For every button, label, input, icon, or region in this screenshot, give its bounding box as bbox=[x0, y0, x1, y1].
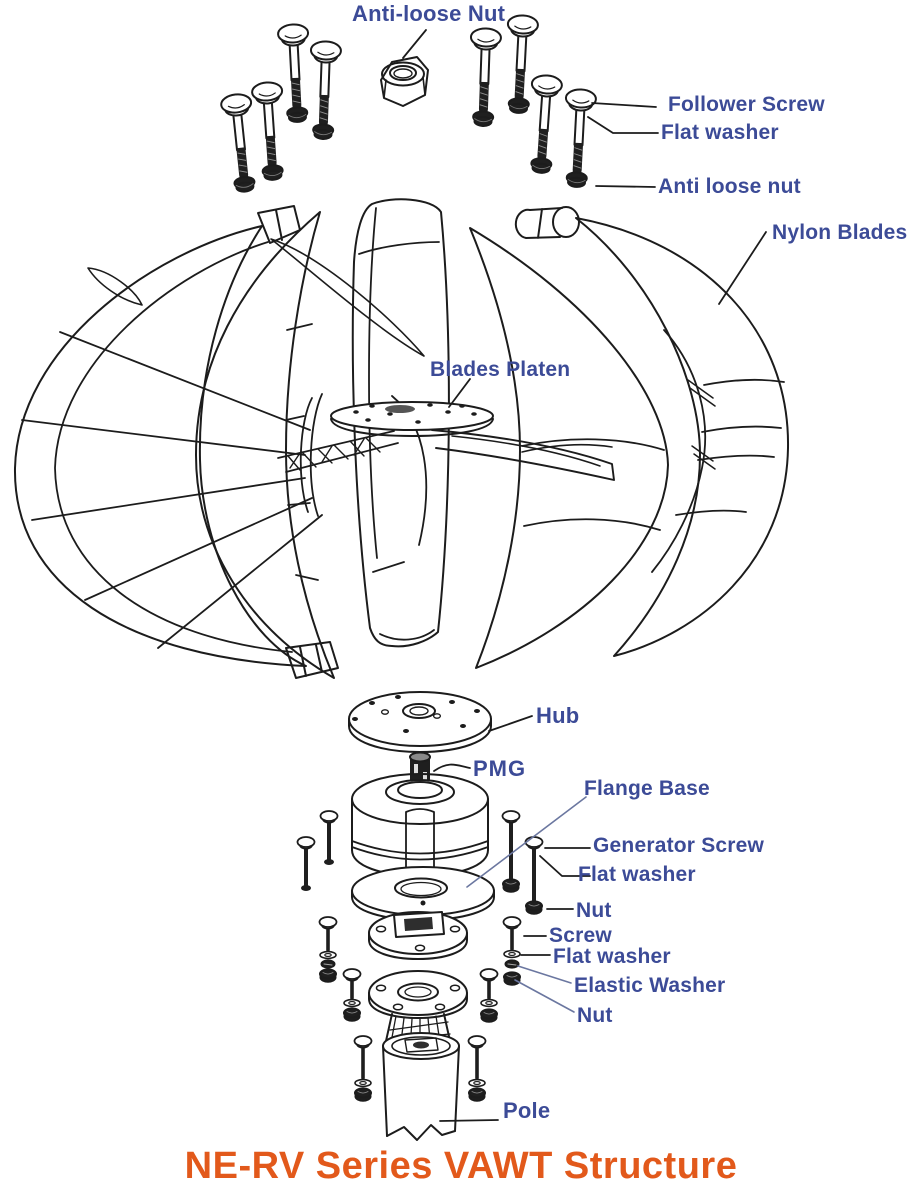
hub-bolt-holes bbox=[352, 695, 480, 733]
blade-second bbox=[195, 205, 339, 679]
lower-flange bbox=[368, 970, 468, 1019]
label-nylon-blades: Nylon Blades bbox=[772, 221, 908, 244]
label-anti-loose-nut-top: Anti-loose Nut bbox=[352, 1, 506, 26]
label-generator-screw: Generator Screw bbox=[593, 834, 765, 857]
blade-left-shell bbox=[13, 225, 425, 667]
platen-bolt-holes bbox=[353, 403, 477, 424]
pole-screws bbox=[353, 1035, 487, 1102]
label-flat-washer-top: Flat washer bbox=[661, 121, 779, 144]
anti-loose-nut-part bbox=[380, 56, 429, 107]
label-blades-platen: Blades Platen bbox=[430, 358, 571, 381]
diagram-title: NE-RV Series VAWT Structure bbox=[184, 1145, 738, 1187]
label-pmg: PMG bbox=[473, 756, 527, 781]
label-screw-flange: Screw bbox=[549, 924, 612, 947]
blade-right-big bbox=[514, 206, 790, 657]
label-pole: Pole bbox=[503, 1098, 551, 1123]
label-hub: Hub bbox=[536, 703, 580, 728]
label-nut-generator: Nut bbox=[576, 899, 612, 922]
blades-platen-part bbox=[277, 401, 615, 481]
label-follower-screw: Follower Screw bbox=[668, 93, 825, 116]
hub-part bbox=[348, 691, 492, 753]
blade-fourth bbox=[469, 227, 669, 669]
generator-pmg-body bbox=[351, 773, 489, 877]
label-flat-washer-generator: Flat washer bbox=[578, 863, 696, 886]
label-flange-base: Flange Base bbox=[584, 777, 710, 800]
label-elastic-washer: Elastic Washer bbox=[574, 974, 726, 997]
nylon-blades-rotor bbox=[13, 198, 790, 679]
label-flat-washer-flange: Flat washer bbox=[553, 945, 671, 968]
label-anti-loose-nut-right: Anti loose nut bbox=[658, 175, 801, 198]
flange-screws-lower bbox=[342, 968, 499, 1023]
flange-screws-upper bbox=[318, 916, 522, 986]
generator-screws bbox=[296, 810, 544, 915]
pole-part bbox=[382, 1032, 460, 1141]
label-nut-flange: Nut bbox=[577, 1004, 613, 1027]
leader-lines bbox=[402, 29, 767, 1122]
upper-flange bbox=[368, 911, 468, 960]
